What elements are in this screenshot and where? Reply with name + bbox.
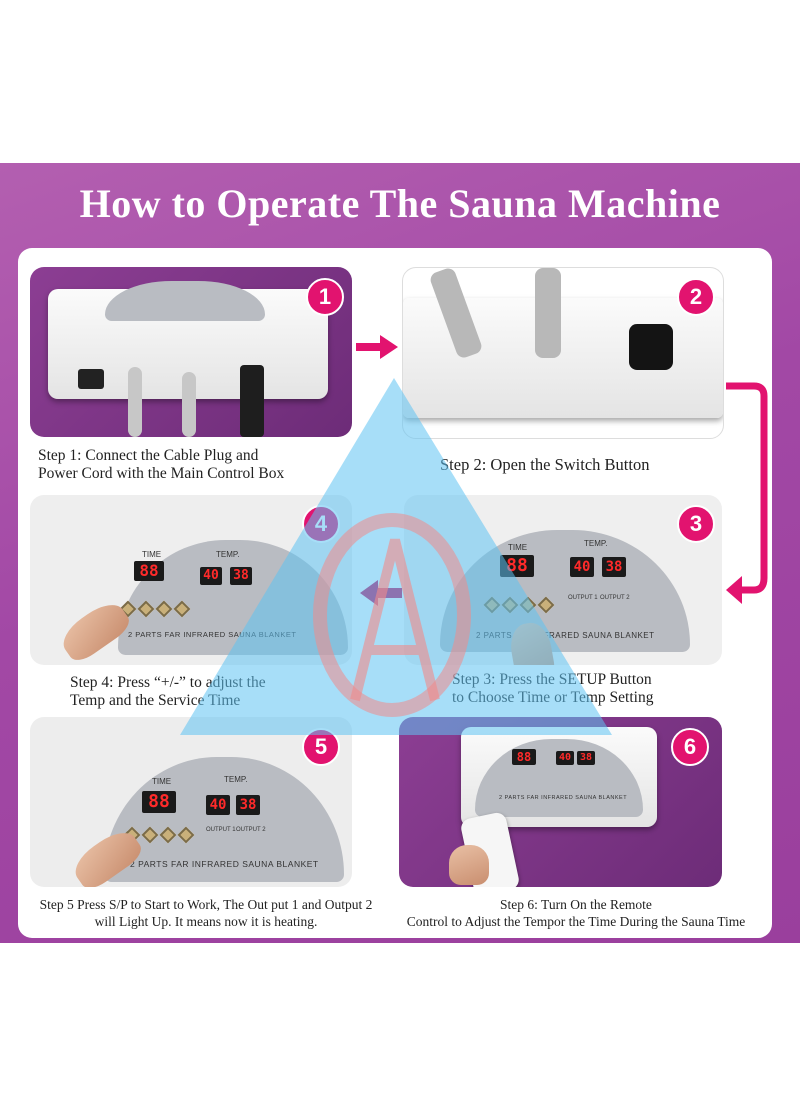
temp-2-display: 38 <box>230 567 252 585</box>
temp-2-display: 38 <box>602 557 626 577</box>
page-title: How to Operate The Sauna Machine <box>79 181 721 226</box>
temp-2-display: 38 <box>236 795 260 815</box>
step-5-badge: 5 <box>302 728 340 766</box>
temp-2-display: 38 <box>577 751 595 765</box>
step-2-photo <box>402 267 724 439</box>
step-5-photo: TIME TEMP. 88 40 38 OUTPUT 1 OUTPUT 2 2 … <box>30 717 352 887</box>
output-1-label: OUTPUT 1 <box>206 827 236 833</box>
arrow-down-curve-icon <box>726 382 768 604</box>
temp-label: TEMP. <box>224 775 248 784</box>
time-display: 88 <box>134 561 164 581</box>
device-brand-label: 2 PARTS FAR INFRARED SAUNA BLANKET <box>128 630 297 639</box>
time-display: 88 <box>500 555 534 577</box>
step-5-caption: Step 5 Press S/P to Start to Work, The O… <box>39 897 373 929</box>
temp-1-display: 40 <box>570 557 594 577</box>
step-3-caption: Step 3: Press the SETUP Button to Choose… <box>452 671 654 706</box>
power-switch-icon <box>78 369 104 389</box>
device-brand-label: 2 PARTS FAR INFRARED SAUNA BLANKET <box>499 795 628 801</box>
output-2-label: OUTPUT 2 <box>600 595 630 601</box>
temp-1-display: 40 <box>200 567 222 585</box>
step-3-badge: 3 <box>677 505 715 543</box>
time-label: TIME <box>508 543 528 552</box>
output-1-label: OUTPUT 1 <box>568 595 598 601</box>
temp-1-display: 40 <box>556 751 574 765</box>
hand-icon <box>449 845 489 885</box>
step-4-caption: Step 4: Press “+/-” to adjust the Temp a… <box>70 674 266 709</box>
power-cord-icon <box>240 365 264 437</box>
device-brand-label: 2 PARTS FAR INFRARED SAUNA BLANKET <box>476 631 655 640</box>
step-2-caption: Step 2: Open the Switch Button <box>440 455 650 474</box>
time-display: 88 <box>142 791 176 813</box>
step-6-caption: Step 6: Turn On the Remote Control to Ad… <box>406 897 746 929</box>
control-panel-display <box>105 281 265 321</box>
step-6-photo: 88 40 38 2 PARTS FAR INFRARED SAUNA BLAN… <box>399 717 722 887</box>
step-1-badge: 1 <box>306 278 344 316</box>
arrow-right-icon <box>356 335 398 359</box>
temp-label: TEMP. <box>584 539 608 548</box>
time-display: 88 <box>512 749 536 765</box>
output-2-label: OUTPUT 2 <box>236 827 266 833</box>
rocker-switch-icon <box>629 324 673 370</box>
cable-plug-icon <box>182 372 196 437</box>
time-label: TIME <box>152 777 172 786</box>
step-6-badge: 6 <box>671 728 709 766</box>
temp-label: TEMP. <box>216 550 240 559</box>
step-1-caption: Step 1: Connect the Cable Plug and Power… <box>38 447 285 482</box>
device-brand-label: 2 PARTS FAR INFRARED SAUNA BLANKET <box>130 859 319 869</box>
temp-1-display: 40 <box>206 795 230 815</box>
cable-plug-icon <box>535 268 561 358</box>
cable-plug-icon <box>128 367 142 437</box>
arrow-left-icon <box>360 580 402 606</box>
step-2-badge: 2 <box>677 278 715 316</box>
time-label: TIME <box>142 550 162 559</box>
step-3-photo: TIME TEMP. 88 40 38 OUTPUT 1 OUTPUT 2 2 … <box>404 495 722 665</box>
step-1-photo <box>30 267 352 437</box>
step-4-badge: 4 <box>302 505 340 543</box>
